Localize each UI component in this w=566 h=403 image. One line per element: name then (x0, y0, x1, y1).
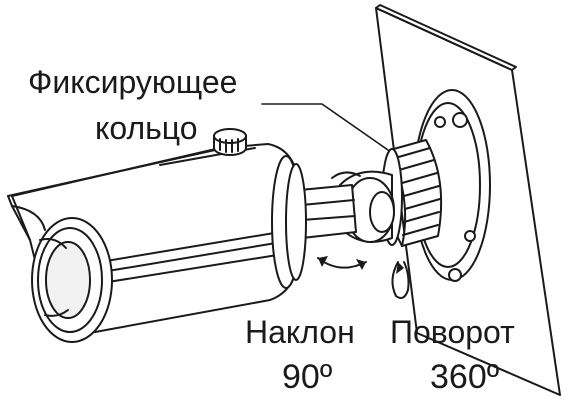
locking-ring-label-line1: Фиксирующее (28, 64, 238, 100)
tilt-arrow (317, 256, 367, 270)
top-screw (213, 128, 247, 156)
arm-tube (299, 184, 357, 239)
tilt-label: Наклон (245, 314, 355, 350)
rotation-value: 360º (430, 358, 500, 396)
camera-lens (31, 217, 113, 343)
screw-hole (464, 230, 476, 242)
rotation-label: Поворот (390, 314, 515, 350)
locking-ring-label-line2: кольцо (95, 110, 198, 146)
tilt-value: 90º (282, 358, 333, 396)
screw-hole (452, 112, 468, 128)
screw-hole (448, 268, 462, 282)
locking-ring-leader-line (261, 103, 389, 151)
screw-hole (434, 116, 446, 128)
rotation-arrow (391, 261, 410, 299)
